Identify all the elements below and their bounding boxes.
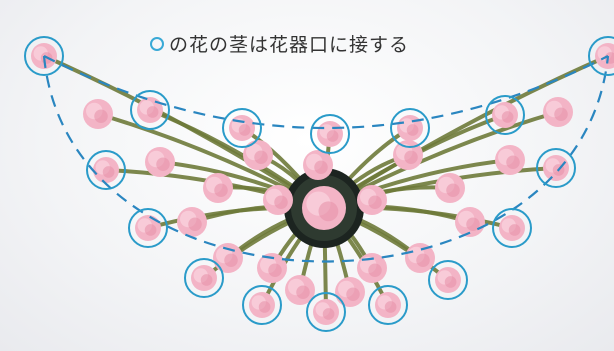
carnation-flower [229, 115, 255, 141]
flower-shade [318, 201, 339, 222]
carnation-flower [595, 43, 614, 69]
flower-shade [326, 130, 339, 142]
caption-text: の花の茎は花器口に接する [169, 34, 410, 56]
carnation-flower [435, 267, 461, 293]
carnation-flower [213, 243, 243, 273]
carnation-flower [393, 140, 423, 170]
flower-shade [188, 217, 202, 231]
highlight-circle [128, 208, 168, 248]
carnation-flower [303, 150, 333, 180]
highlight-circle [368, 285, 408, 325]
flower-shade [254, 150, 268, 164]
carnation-flower [335, 277, 365, 307]
highlight-circle [588, 36, 614, 76]
flower-shade [368, 263, 382, 277]
carnation-flower [435, 173, 465, 203]
highlight-circle [242, 285, 282, 325]
flower-shade [268, 263, 282, 277]
flower-shade [384, 301, 397, 313]
flower-shade [554, 107, 568, 121]
carnation-flower [203, 173, 233, 203]
highlight-circle [310, 114, 350, 154]
highlight-circle [222, 108, 262, 148]
carnation-flower [285, 275, 315, 305]
flower-shade [466, 217, 480, 231]
carnation-flower [397, 115, 423, 141]
highlight-circle [485, 95, 525, 135]
carnation-flower [375, 292, 401, 318]
carnation-flower [302, 186, 346, 230]
carnation-flower [249, 292, 275, 318]
highlight-circle [130, 90, 170, 130]
highlight-circle [24, 36, 64, 76]
carnation-flower [135, 215, 161, 241]
inner-guide-curve [43, 55, 609, 129]
flower-shade [258, 301, 271, 313]
flower-shade [156, 157, 170, 171]
carnation-flower [137, 97, 163, 123]
carnation-flower [543, 155, 569, 181]
flower-shade [506, 155, 520, 169]
flower-shade [444, 276, 457, 288]
carnation-flower [495, 145, 525, 175]
carnation-flower [243, 140, 273, 170]
highlight-circle [306, 292, 346, 332]
flower-shade [238, 124, 251, 136]
flower-shade [446, 183, 460, 197]
carnation-flower [499, 215, 525, 241]
carnation-flower [83, 99, 113, 129]
flower-shade [404, 150, 418, 164]
carnation-flower [177, 207, 207, 237]
guide-lines-layer [42, 55, 610, 263]
highlight-circle [428, 260, 468, 300]
flower-shade [368, 195, 382, 209]
highlight-circle [86, 150, 126, 190]
carnation-flower [492, 102, 518, 128]
highlight-circles-layer [24, 36, 614, 332]
flower-shade [322, 308, 335, 320]
highlight-circle [390, 108, 430, 148]
flower-shade [224, 253, 238, 267]
carnation-flower [257, 253, 287, 283]
flower-shade [94, 109, 108, 123]
flower-shade [102, 166, 115, 178]
flower-shade [200, 274, 213, 286]
carnation-flower [191, 265, 217, 291]
carnation-flower [357, 185, 387, 215]
carnation-flower [317, 121, 343, 147]
flower-shade [501, 111, 514, 123]
flower-shade [144, 224, 157, 236]
highlight-circle [184, 258, 224, 298]
carnation-flower [455, 207, 485, 237]
flower-shade [416, 253, 430, 267]
flower-shade [296, 285, 310, 299]
highlight-circle [536, 148, 576, 188]
flower-shade [146, 106, 159, 118]
flower-shade [406, 124, 419, 136]
flower-shade [346, 287, 360, 301]
flower-shade [314, 160, 328, 174]
carnation-flower [263, 185, 293, 215]
outer-guide-curve [42, 55, 610, 263]
carnation-flower [543, 97, 573, 127]
caption: の花の茎は花器口に接する [150, 30, 409, 57]
highlight-circle [492, 208, 532, 248]
carnation-flower [93, 157, 119, 183]
circle-outline-icon [150, 36, 164, 51]
carnation-flower [145, 147, 175, 177]
flower-shade [274, 195, 288, 209]
carnation-flower [313, 299, 339, 325]
flower-shade [508, 224, 521, 236]
flower-shade [214, 183, 228, 197]
